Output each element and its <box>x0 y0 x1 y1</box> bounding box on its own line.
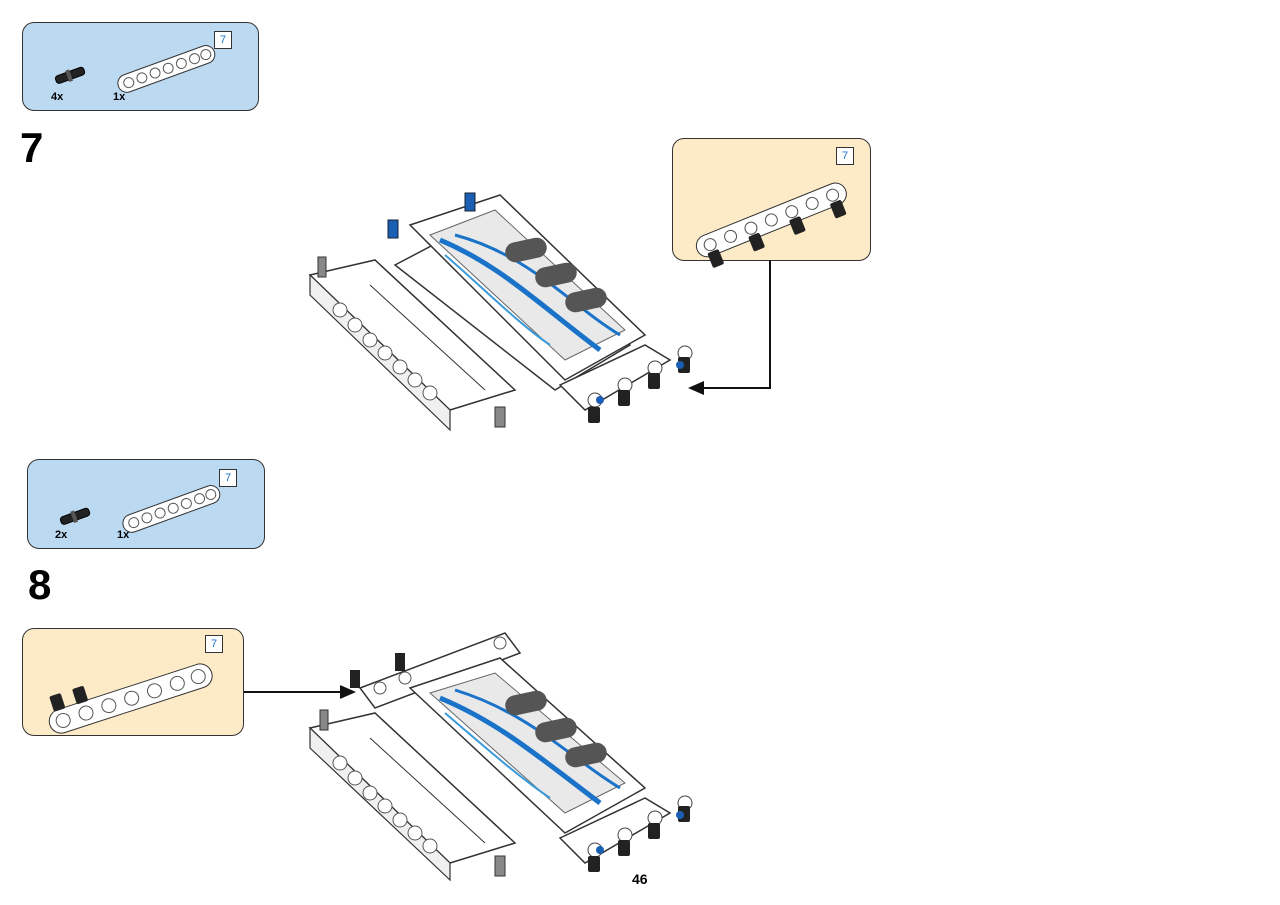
beam-with-pins-icon <box>695 182 847 268</box>
pin-icon <box>54 66 86 84</box>
step7-model-illustration <box>308 192 693 432</box>
beam-length-tag: 7 <box>205 635 223 653</box>
step8-parts-callout: 2x 1x 7 <box>27 459 265 549</box>
step-number: 8 <box>28 561 52 608</box>
beam-length-tag: 7 <box>214 31 232 49</box>
beam-icon <box>122 485 221 533</box>
step-number: 7 <box>20 124 44 171</box>
part-qty: 4x <box>51 91 64 103</box>
step8-model-illustration <box>308 632 693 882</box>
part-qty: 1x <box>117 529 130 541</box>
step7-parts-callout: 4x 1x 7 <box>22 22 259 111</box>
beam-length-tag: 7 <box>219 469 237 487</box>
pin-icon <box>59 507 91 525</box>
step8-subassembly-callout: 7 <box>22 628 244 736</box>
beam-with-pins-icon <box>48 663 213 734</box>
part-qty: 1x <box>113 91 126 103</box>
beam-length-tag: 7 <box>836 147 854 165</box>
part-qty: 2x <box>55 529 68 541</box>
step7-subassembly-callout: 7 <box>672 138 871 268</box>
step8-arrow <box>244 685 356 699</box>
step7-arrow <box>688 260 771 395</box>
page-number: 46 <box>632 871 648 887</box>
beam-icon <box>117 45 216 93</box>
